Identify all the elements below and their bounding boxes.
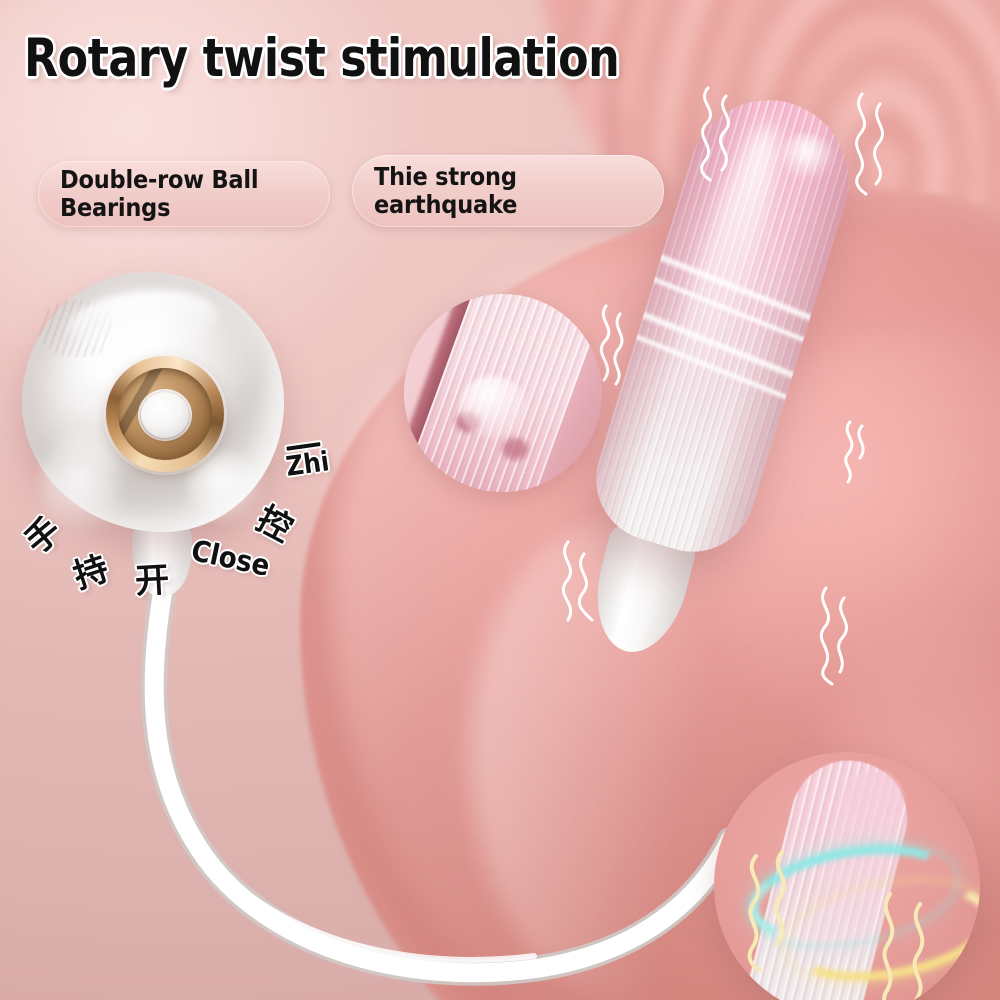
power-button[interactable] [141, 392, 189, 438]
callout-zhi: Zhi [284, 446, 332, 483]
page-title: Rotary twist stimulation [24, 28, 620, 89]
inset-shadow-b [502, 438, 528, 460]
inset-rotation-closeup [714, 752, 980, 1000]
callout-kai: 开 [134, 560, 171, 602]
rotation-wave-icon [881, 892, 925, 1000]
device-highlight-right [186, 452, 270, 522]
inset-texture-closeup [404, 294, 602, 492]
rotation-wave-icon [747, 850, 787, 972]
device-highlight-left [40, 430, 120, 550]
